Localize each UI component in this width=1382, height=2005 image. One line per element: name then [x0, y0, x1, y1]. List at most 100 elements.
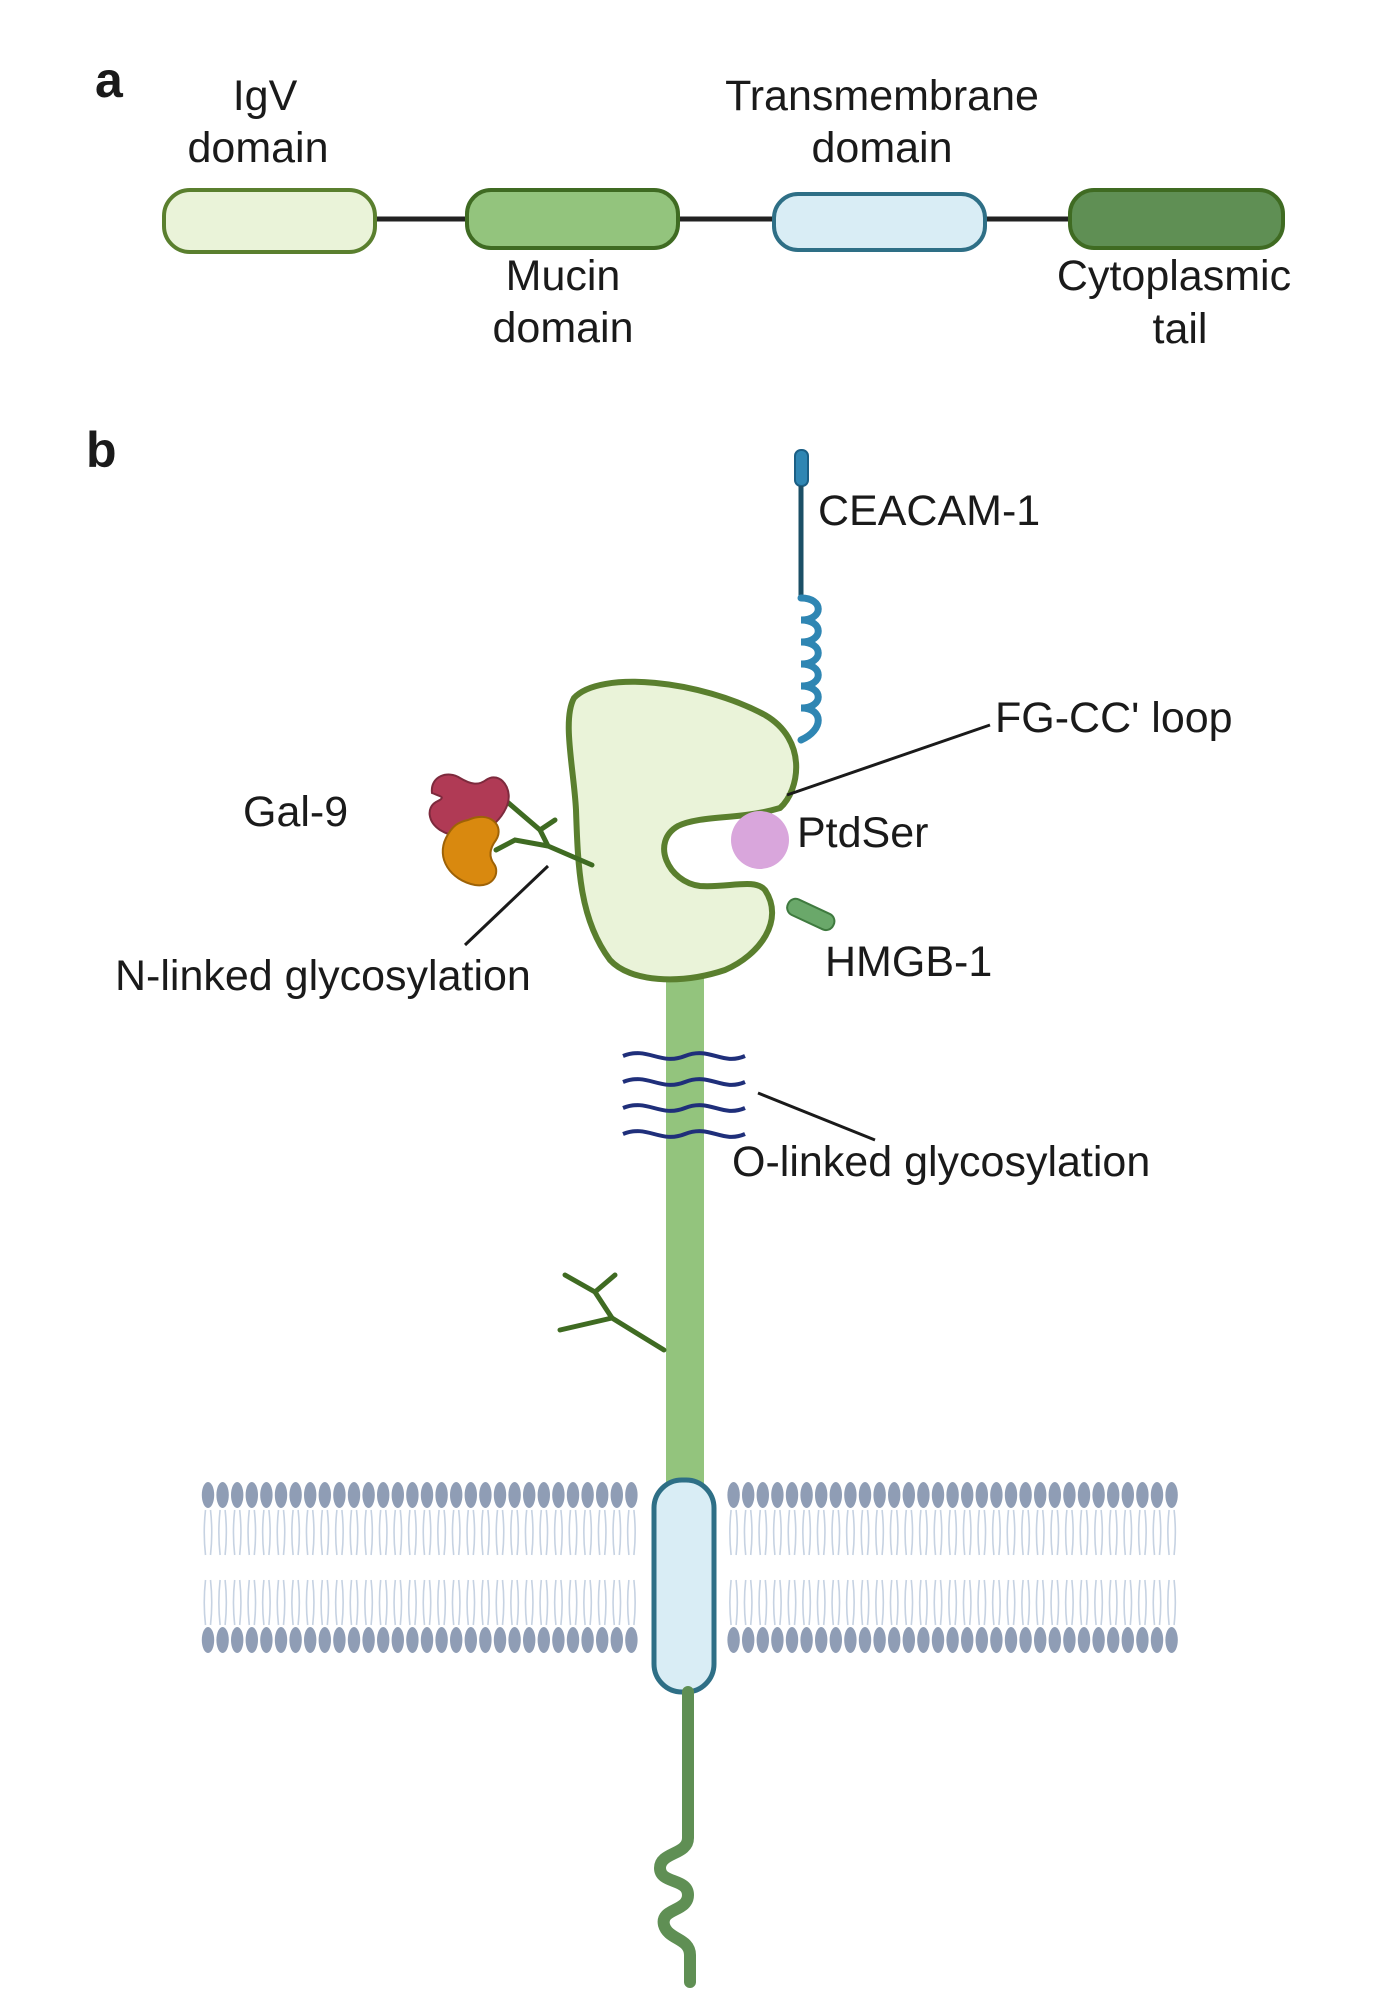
lipid-tail [918, 1579, 922, 1626]
lipid-tail [291, 1579, 294, 1626]
lipid-head [756, 1482, 769, 1508]
lipid-tail [1144, 1579, 1147, 1626]
lipid-tail [1173, 1579, 1177, 1626]
cytoplasmic-tail-box [1068, 188, 1285, 250]
lipid-tail [311, 1579, 315, 1626]
lipid-head [566, 1627, 580, 1653]
lipid-tail [320, 1579, 324, 1626]
lipid-tail [743, 1579, 747, 1626]
lipid-tail [1079, 1509, 1083, 1556]
lipid-head [1034, 1627, 1047, 1653]
lipid-tail [451, 1579, 455, 1626]
lipid-tail [276, 1509, 280, 1556]
lipid-tail [1035, 1579, 1039, 1626]
lipid-head [742, 1482, 755, 1508]
lipid-tail [998, 1509, 1001, 1556]
ptdser-ligand [731, 811, 789, 869]
lipid-tail [1129, 1509, 1133, 1556]
lipid-head [274, 1627, 288, 1653]
lipid-head [800, 1627, 813, 1653]
lipid-tail [393, 1579, 397, 1626]
lipid-head [479, 1482, 492, 1508]
lipid-tail [510, 1579, 513, 1626]
lipid-tail [1100, 1579, 1104, 1626]
lipid-tail [837, 1579, 841, 1626]
lipid-head [727, 1482, 740, 1508]
lipid-tail [1108, 1579, 1112, 1626]
lipid-head [1107, 1627, 1120, 1653]
lipid-tail [787, 1579, 791, 1626]
lipid-tail [224, 1509, 228, 1556]
lipid-tail [218, 1509, 221, 1556]
lipid-head [245, 1627, 258, 1653]
lipid-tail [793, 1579, 797, 1626]
lipid-head [785, 1627, 799, 1653]
lipid-tail [414, 1579, 417, 1626]
lipid-head [1063, 1627, 1076, 1653]
lipid-tail [560, 1509, 563, 1556]
lipid-tail [1114, 1579, 1118, 1626]
lipid-head [917, 1627, 930, 1653]
lipid-tail [364, 1509, 367, 1556]
lipid-tail [589, 1579, 593, 1626]
lipid-head [362, 1482, 375, 1508]
lipid-tail [962, 1509, 966, 1556]
lipid-tail [1071, 1579, 1074, 1626]
lipid-tail [428, 1579, 432, 1626]
lipid-tail [758, 1509, 762, 1556]
lipid-tail [305, 1579, 309, 1626]
lipid-tail [1064, 1509, 1068, 1556]
o-linked-glycosylation-label: O-linked glycosylation [732, 1138, 1150, 1186]
lipid-tail [553, 1579, 557, 1626]
lipid-tail [991, 1509, 995, 1556]
lipid-head [625, 1482, 638, 1508]
lipid-head [727, 1627, 740, 1653]
lipid-head [1165, 1627, 1178, 1653]
lipid-tail [1094, 1509, 1097, 1556]
lipid-tail [574, 1509, 578, 1556]
lipid-head [625, 1627, 638, 1653]
lipid-head [537, 1627, 550, 1653]
lipid-tail [232, 1509, 236, 1556]
lipid-tail [422, 1509, 426, 1556]
lipid-tail [495, 1509, 499, 1556]
lipid-head [1077, 1627, 1091, 1653]
lipid-tail [364, 1579, 367, 1626]
lipid-tail [1129, 1579, 1133, 1626]
lipid-tail [209, 1509, 213, 1556]
lipid-tail [954, 1509, 958, 1556]
lipid-head [873, 1627, 886, 1653]
lipid-tail [378, 1579, 382, 1626]
lipid-tail [1021, 1579, 1024, 1626]
lipid-tail [633, 1579, 636, 1626]
lipid-tail [772, 1509, 776, 1556]
lipid-head [435, 1482, 448, 1508]
lipid-head [260, 1482, 273, 1508]
lipid-head [1121, 1482, 1135, 1508]
lipid-head [523, 1627, 536, 1653]
lipid-tail [633, 1509, 636, 1556]
lipid-tail [968, 1509, 972, 1556]
lipid-tail [545, 1579, 549, 1626]
lipid-tail [954, 1579, 958, 1626]
lipid-head [917, 1482, 930, 1508]
lipid-tail [437, 1509, 440, 1556]
lipid-bilayer [201, 1482, 1178, 1653]
lipid-tail [618, 1509, 622, 1556]
lipid-head [888, 1627, 901, 1653]
lipid-tail [393, 1509, 397, 1556]
lipid-tail [831, 1509, 835, 1556]
lipid-tail [837, 1509, 841, 1556]
lipid-tail [530, 1509, 534, 1556]
lipid-head [990, 1627, 1003, 1653]
lipid-tail [597, 1509, 601, 1556]
lipid-head [742, 1627, 755, 1653]
lipid-head [450, 1627, 463, 1653]
lipid-tail [539, 1579, 543, 1626]
transmembrane-label-line2: domain [811, 124, 952, 172]
cytoplasmic-label-line2: tail [1153, 305, 1208, 353]
lipid-tail [384, 1509, 388, 1556]
lipid-tail [597, 1579, 601, 1626]
transmembrane-segment [651, 1477, 717, 1695]
mucin-label-line1: Mucin [506, 252, 621, 300]
